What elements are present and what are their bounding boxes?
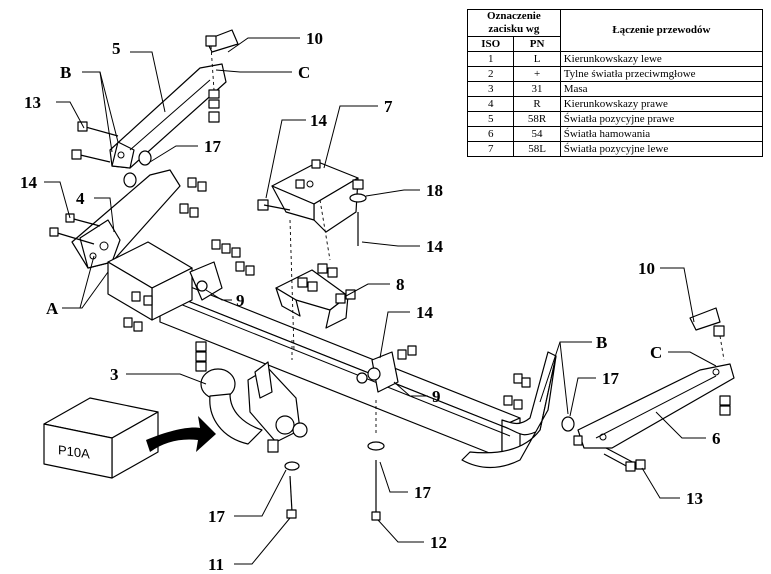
callout-b-left: B (60, 63, 71, 82)
callout-17-left: 17 (204, 137, 222, 156)
callout-7: 7 (384, 97, 393, 116)
square-tube (107, 241, 193, 321)
table-cell-desc: Kierunkowskazy prawe (559, 96, 764, 112)
callout-11: 11 (208, 555, 224, 574)
callout-9-right: 9 (432, 387, 441, 406)
ball-neck-3 (200, 361, 308, 453)
table-cell-iso: 6 (466, 126, 515, 142)
table-cell-desc: Światła pozycyjne lewe (559, 141, 764, 157)
table-header-pn: PN (513, 36, 561, 52)
callout-10-right: 10 (638, 259, 655, 278)
callout-6: 6 (712, 429, 721, 448)
table-cell-pn: 58R (513, 111, 561, 127)
box-label: P10A (58, 442, 90, 461)
callout-17-center: 17 (414, 483, 432, 502)
table-cell-pn: R (513, 96, 561, 112)
callout-10-top: 10 (306, 29, 323, 48)
table-cell-desc: Światła hamowania (559, 126, 764, 142)
table-cell-desc: Tylne światła przeciwmgłowe (559, 66, 764, 82)
table-header-desc: Łączenie przewodów (559, 9, 764, 52)
table-cell-pn: 58L (513, 141, 561, 157)
callout-17-bottom: 17 (208, 507, 226, 526)
callout-c-left: C (298, 63, 310, 82)
callout-c-right: C (650, 343, 662, 362)
arrow-icon (146, 416, 216, 452)
callout-3: 3 (110, 365, 119, 384)
callout-18: 18 (426, 181, 443, 200)
callout-4: 4 (76, 189, 85, 208)
callout-5: 5 (112, 39, 121, 58)
callout-b-right: B (596, 333, 607, 352)
table-header-group: Oznaczenie zacisku wg (467, 9, 561, 37)
product-box: P10A (43, 397, 159, 479)
callout-13-left: 13 (24, 93, 41, 112)
callout-8: 8 (396, 275, 405, 294)
table-cell-iso: 5 (466, 111, 515, 127)
table-cell-iso: 2 (466, 66, 515, 82)
member-5 (109, 63, 227, 169)
table-cell-iso: 7 (466, 141, 515, 157)
leader-lines (44, 37, 717, 565)
callout-13-right: 13 (686, 489, 703, 508)
callout-12: 12 (430, 533, 447, 552)
callout-labels: 10 5 B C 13 17 14 4 A 9 14 7 18 14 8 14 … (20, 29, 721, 574)
bracket-7 (271, 159, 359, 233)
table-cell-desc: Masa (559, 81, 764, 97)
callout-14-top: 14 (310, 111, 328, 130)
callout-9-left: 9 (236, 291, 245, 310)
table-cell-pn: 31 (513, 81, 561, 97)
callout-a: A (46, 299, 59, 318)
bracket-4 (71, 169, 181, 269)
table-cell-pn: L (513, 51, 561, 67)
table-cell-pn: + (513, 66, 561, 82)
table-cell-desc: Kierunkowskazy lewe (559, 51, 764, 67)
plate-9-right (371, 351, 399, 393)
plate-9-left (189, 261, 223, 301)
member-6 (577, 363, 735, 449)
callout-14-left: 14 (20, 173, 38, 192)
callout-14-mid: 14 (426, 237, 444, 256)
main-crossbar (159, 281, 557, 469)
callout-17-right: 17 (602, 369, 620, 388)
wiring-table: Oznaczenie zacisku wg Łączenie przewodów… (466, 9, 764, 157)
table-cell-iso: 4 (466, 96, 515, 112)
fasteners (49, 29, 731, 521)
table-header-iso: ISO (466, 36, 515, 52)
table-cell-iso: 1 (466, 51, 515, 67)
table-cell-pn: 54 (513, 126, 561, 142)
callout-14-right: 14 (416, 303, 434, 322)
table-cell-desc: Światła pozycyjne prawe (559, 111, 764, 127)
table-cell-iso: 3 (466, 81, 515, 97)
table-row: 2+Tylne światła przeciwmgłowe (466, 66, 764, 82)
